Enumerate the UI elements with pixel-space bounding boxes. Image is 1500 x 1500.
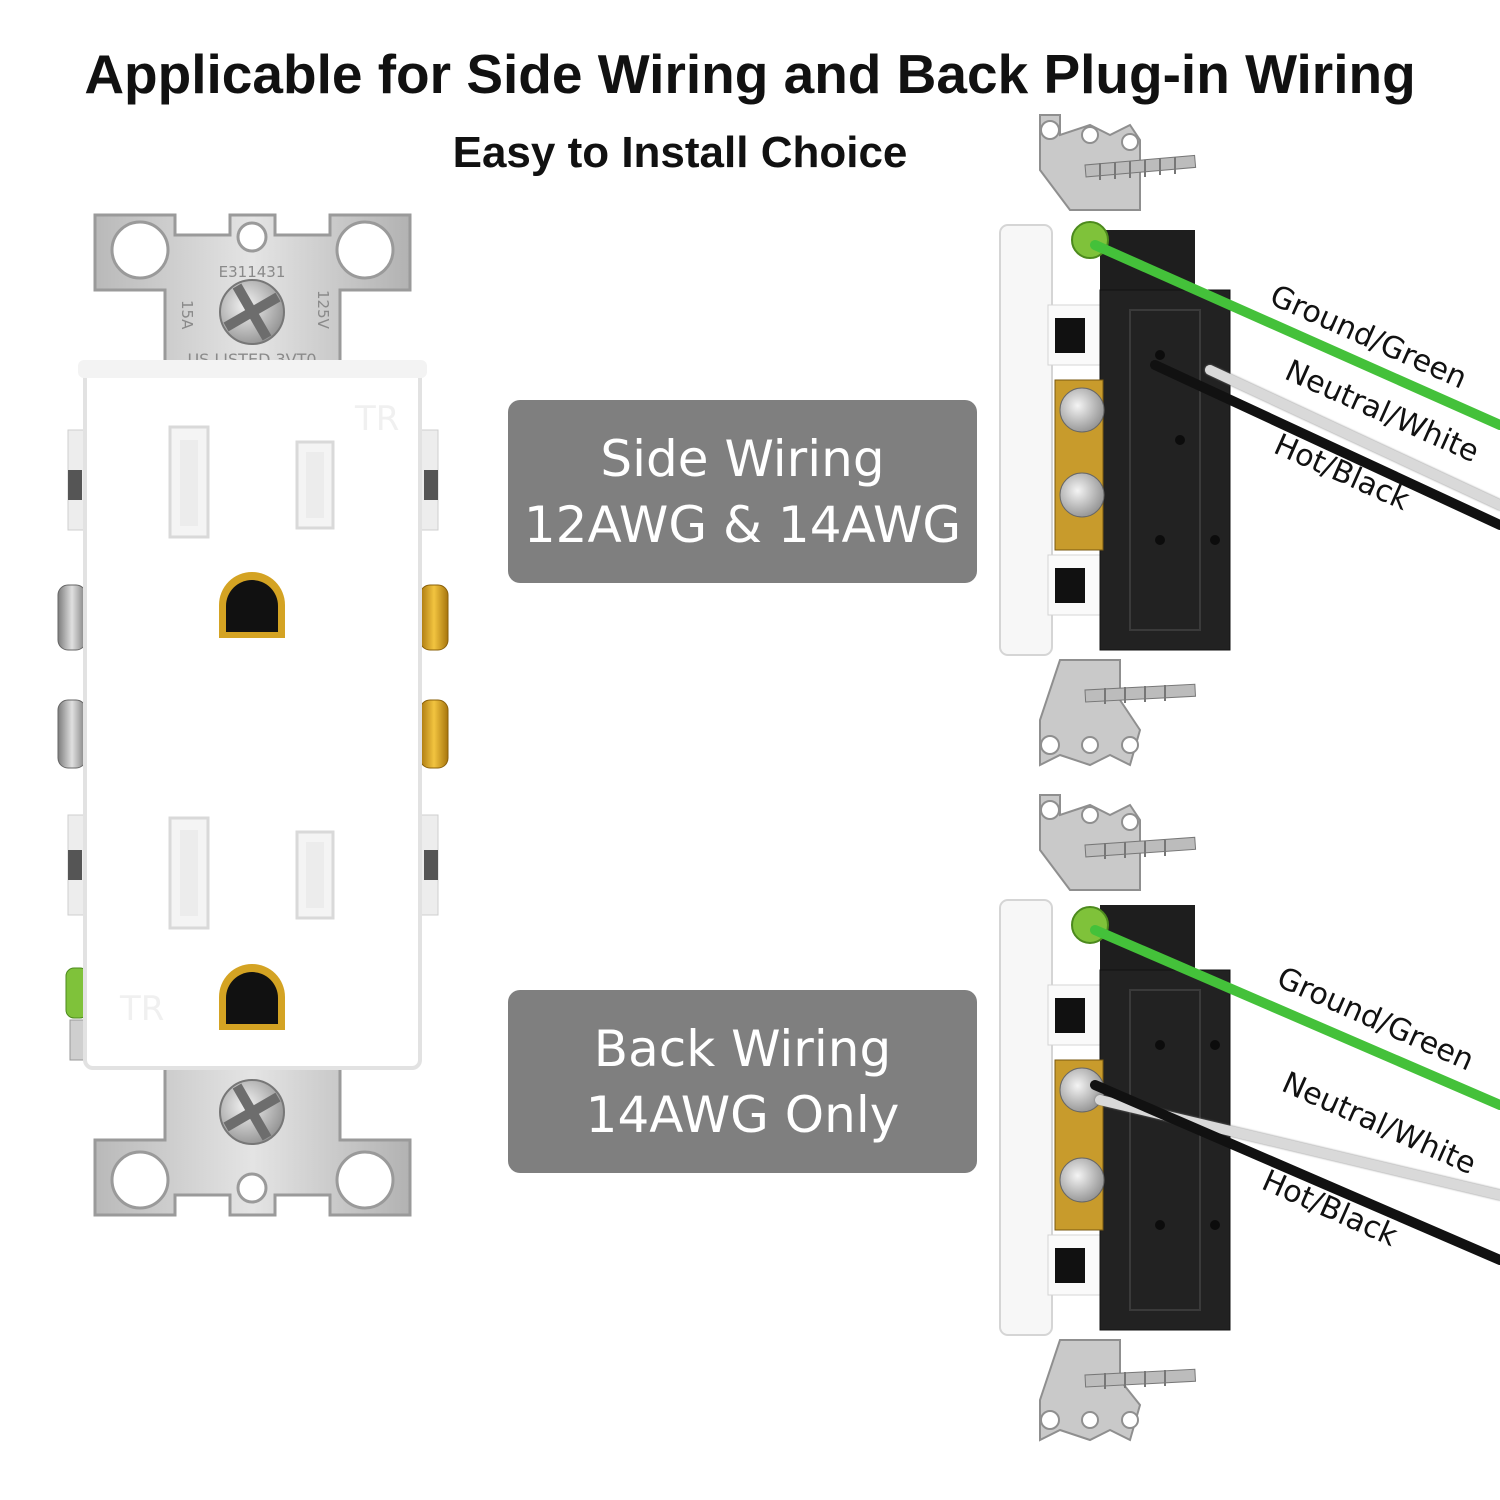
back-wiring-gauge: 14AWG Only <box>585 1085 900 1144</box>
strap-code: E311431 <box>219 263 286 281</box>
back-ground-wire <box>1090 925 1500 1110</box>
back-hot-wire <box>1090 1080 1500 1265</box>
ground-terminal-screw-icon <box>65 967 89 1061</box>
upper-receptacle <box>168 425 335 638</box>
back-wiring-title: Back Wiring <box>593 1019 892 1078</box>
side-ground-wire <box>1090 240 1500 430</box>
side-hot-wire <box>1150 360 1500 530</box>
mounting-screw-icon <box>1084 154 1197 180</box>
side-outlet-profile <box>999 114 1231 767</box>
side-wiring-badge: Side Wiring 12AWG & 14AWG <box>508 400 977 583</box>
back-outlet-profile <box>999 794 1231 1442</box>
mounting-screw-icon <box>1084 683 1197 704</box>
bottom-mounting-screw-icon <box>219 1079 285 1145</box>
top-mounting-screw-icon <box>219 279 285 345</box>
strap-amp-rating: 15A <box>178 300 196 330</box>
lower-receptacle <box>168 816 335 1030</box>
side-neutral-wire <box>1205 365 1500 510</box>
mounting-screw-icon <box>1084 1368 1197 1389</box>
brass-terminal-screw-icon <box>419 584 449 769</box>
outlet-side-clips <box>67 429 439 916</box>
back-wiring-badge: Back Wiring 14AWG Only <box>508 990 977 1173</box>
face-tr-mark-top: TR <box>354 399 399 439</box>
page-title: Applicable for Side Wiring and Back Plug… <box>84 43 1416 105</box>
face-tr-mark-bottom: TR <box>119 989 164 1029</box>
silver-terminal-screw-icon <box>57 584 87 769</box>
side-wiring-gauge: 12AWG & 14AWG <box>523 495 962 554</box>
side-wiring-title: Side Wiring <box>600 429 885 488</box>
strap-volt-rating: 125V <box>314 290 332 330</box>
mounting-screw-icon <box>1084 836 1197 859</box>
page-subtitle: Easy to Install Choice <box>452 128 908 177</box>
